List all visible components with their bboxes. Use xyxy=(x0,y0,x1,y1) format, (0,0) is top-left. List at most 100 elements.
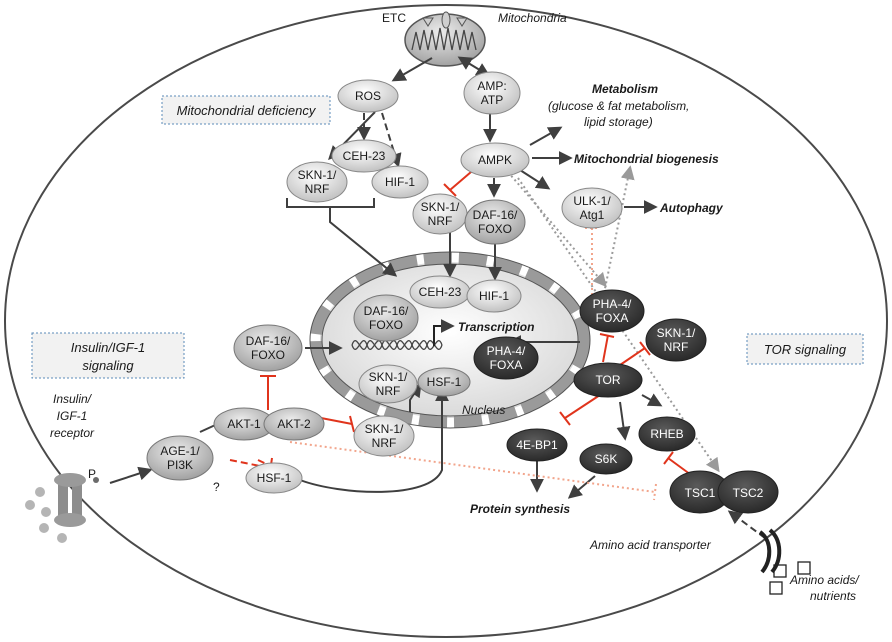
tor-box-label: TOR signaling xyxy=(764,342,847,357)
node-pha4-cyto: PHA-4/ FOXA xyxy=(579,289,645,333)
svg-text:DAF-16/: DAF-16/ xyxy=(473,208,518,222)
transcription-arrow xyxy=(433,319,455,346)
node-akt1: AKT-1 xyxy=(213,407,275,441)
svg-text:SKN-1/: SKN-1/ xyxy=(365,422,404,436)
svg-text:ULK-1/: ULK-1/ xyxy=(573,194,611,208)
transcription-label: Transcription xyxy=(458,320,534,334)
svg-text:AKT-2: AKT-2 xyxy=(277,417,311,431)
mito-biogenesis-label: Mitochondrial biogenesis xyxy=(574,152,719,166)
node-skn1-tor: SKN-1/ NRF xyxy=(645,318,707,362)
metabolism-line2: lipid storage) xyxy=(584,115,653,129)
svg-text:TOR: TOR xyxy=(595,373,620,387)
svg-text:AGE-1/: AGE-1/ xyxy=(160,444,200,458)
svg-text:FOXA: FOXA xyxy=(596,311,629,325)
svg-text:SKN-1/: SKN-1/ xyxy=(369,370,408,384)
node-s6k: S6K xyxy=(579,443,633,475)
svg-text:NRF: NRF xyxy=(664,340,689,354)
amino-acids-label-2: nutrients xyxy=(810,589,856,603)
svg-text:RHEB: RHEB xyxy=(650,427,683,441)
svg-text:FOXO: FOXO xyxy=(478,222,512,236)
node-hsf1-nuc: HSF-1 xyxy=(417,367,471,397)
node-ampk: AMPK xyxy=(460,142,530,178)
node-hif1-cyto: HIF-1 xyxy=(371,165,429,199)
etc-label: ETC xyxy=(382,11,406,25)
svg-text:FOXO: FOXO xyxy=(251,348,285,362)
node-hif1-nuc: HIF-1 xyxy=(466,279,522,313)
svg-text:PI3K: PI3K xyxy=(167,458,193,472)
node-age1: AGE-1/ PI3K xyxy=(146,435,214,481)
node-daf16-nuc: DAF-16/ FOXO xyxy=(353,294,419,342)
node-ulk1: ULK-1/ Atg1 xyxy=(561,187,623,229)
svg-text:NRF: NRF xyxy=(428,214,453,228)
svg-text:TSC2: TSC2 xyxy=(733,486,764,500)
tor-box xyxy=(746,333,864,365)
amino-acids-label-1: Amino acids/ xyxy=(789,573,860,587)
node-skn1-ins: SKN-1/ NRF xyxy=(353,415,415,457)
svg-text:CEH-23: CEH-23 xyxy=(343,149,386,163)
svg-text:SKN-1/: SKN-1/ xyxy=(421,200,460,214)
svg-text:HSF-1: HSF-1 xyxy=(257,471,292,485)
svg-text:NRF: NRF xyxy=(305,182,330,196)
svg-text:FOXO: FOXO xyxy=(369,318,403,332)
insulin-label-line2: signaling xyxy=(82,358,134,373)
activation-arrows xyxy=(109,56,663,499)
svg-text:CEH-23: CEH-23 xyxy=(419,285,462,299)
svg-text:NRF: NRF xyxy=(376,384,401,398)
receptor-label-3: receptor xyxy=(50,426,95,440)
node-tsc2: TSC2 xyxy=(717,470,779,514)
svg-text:HIF-1: HIF-1 xyxy=(479,289,509,303)
mitochondria-label: Mitochondria xyxy=(498,11,567,25)
metabolism-title: Metabolism xyxy=(592,82,658,96)
autophagy-label: Autophagy xyxy=(659,201,724,215)
mito-deficiency-box xyxy=(161,95,331,125)
svg-text:ATP: ATP xyxy=(481,93,503,107)
mitochondrion xyxy=(404,11,486,67)
svg-text:AMP:: AMP: xyxy=(477,79,506,93)
node-ros: ROS xyxy=(337,79,399,113)
svg-text:PHA-4/: PHA-4/ xyxy=(487,344,526,358)
svg-text:SKN-1/: SKN-1/ xyxy=(298,168,337,182)
node-rheb: RHEB xyxy=(638,416,696,452)
insulin-receptor xyxy=(25,473,99,543)
node-4ebp1: 4E-BP1 xyxy=(506,428,568,462)
phospho-label: P xyxy=(88,467,96,481)
svg-text:4E-BP1: 4E-BP1 xyxy=(516,438,558,452)
receptor-label-2: IGF-1 xyxy=(57,409,88,423)
node-skn1-ampk: SKN-1/ NRF xyxy=(412,193,468,235)
node-ceh23-nuc: CEH-23 xyxy=(409,275,471,309)
svg-text:AMPK: AMPK xyxy=(478,153,512,167)
svg-text:DAF-16/: DAF-16/ xyxy=(246,334,291,348)
node-skn1-left: SKN-1/ NRF xyxy=(286,161,348,203)
svg-text:NRF: NRF xyxy=(372,436,397,450)
node-daf16-ins: DAF-16/ FOXO xyxy=(233,324,303,372)
transporter-label: Amino acid transporter xyxy=(589,538,712,552)
svg-text:FOXA: FOXA xyxy=(490,358,523,372)
node-hsf1-cyto: HSF-1 xyxy=(245,462,303,494)
metabolism-line1: (glucose & fat metabolism, xyxy=(548,99,689,113)
node-amp-atp: AMP: ATP xyxy=(463,71,521,115)
svg-text:S6K: S6K xyxy=(595,452,618,466)
svg-text:DAF-16/: DAF-16/ xyxy=(364,304,409,318)
svg-text:ROS: ROS xyxy=(355,89,381,103)
svg-text:HSF-1: HSF-1 xyxy=(427,375,462,389)
node-skn1-nuc: SKN-1/ NRF xyxy=(358,364,418,404)
nucleus-label: Nucleus xyxy=(462,403,505,417)
protein-synthesis-label: Protein synthesis xyxy=(470,502,570,516)
node-daf16-ampk: DAF-16/ FOXO xyxy=(464,199,526,245)
node-pha4-nuc: PHA-4/ FOXA xyxy=(473,336,539,380)
amino-acid-squares xyxy=(769,561,811,595)
svg-text:SKN-1/: SKN-1/ xyxy=(657,326,696,340)
svg-text:PHA-4/: PHA-4/ xyxy=(593,297,632,311)
svg-text:HIF-1: HIF-1 xyxy=(385,175,415,189)
svg-text:AKT-1: AKT-1 xyxy=(227,417,261,431)
mito-deficiency-label: Mitochondrial deficiency xyxy=(177,103,317,118)
svg-text:TSC1: TSC1 xyxy=(685,486,716,500)
svg-text:Atg1: Atg1 xyxy=(580,208,605,222)
node-tor: TOR xyxy=(573,362,643,398)
receptor-label-1: Insulin/ xyxy=(53,392,93,406)
question-mark: ? xyxy=(213,480,220,494)
insulin-box xyxy=(31,332,185,379)
node-ceh23-cyto: CEH-23 xyxy=(331,139,397,173)
cell-membrane xyxy=(4,4,888,638)
